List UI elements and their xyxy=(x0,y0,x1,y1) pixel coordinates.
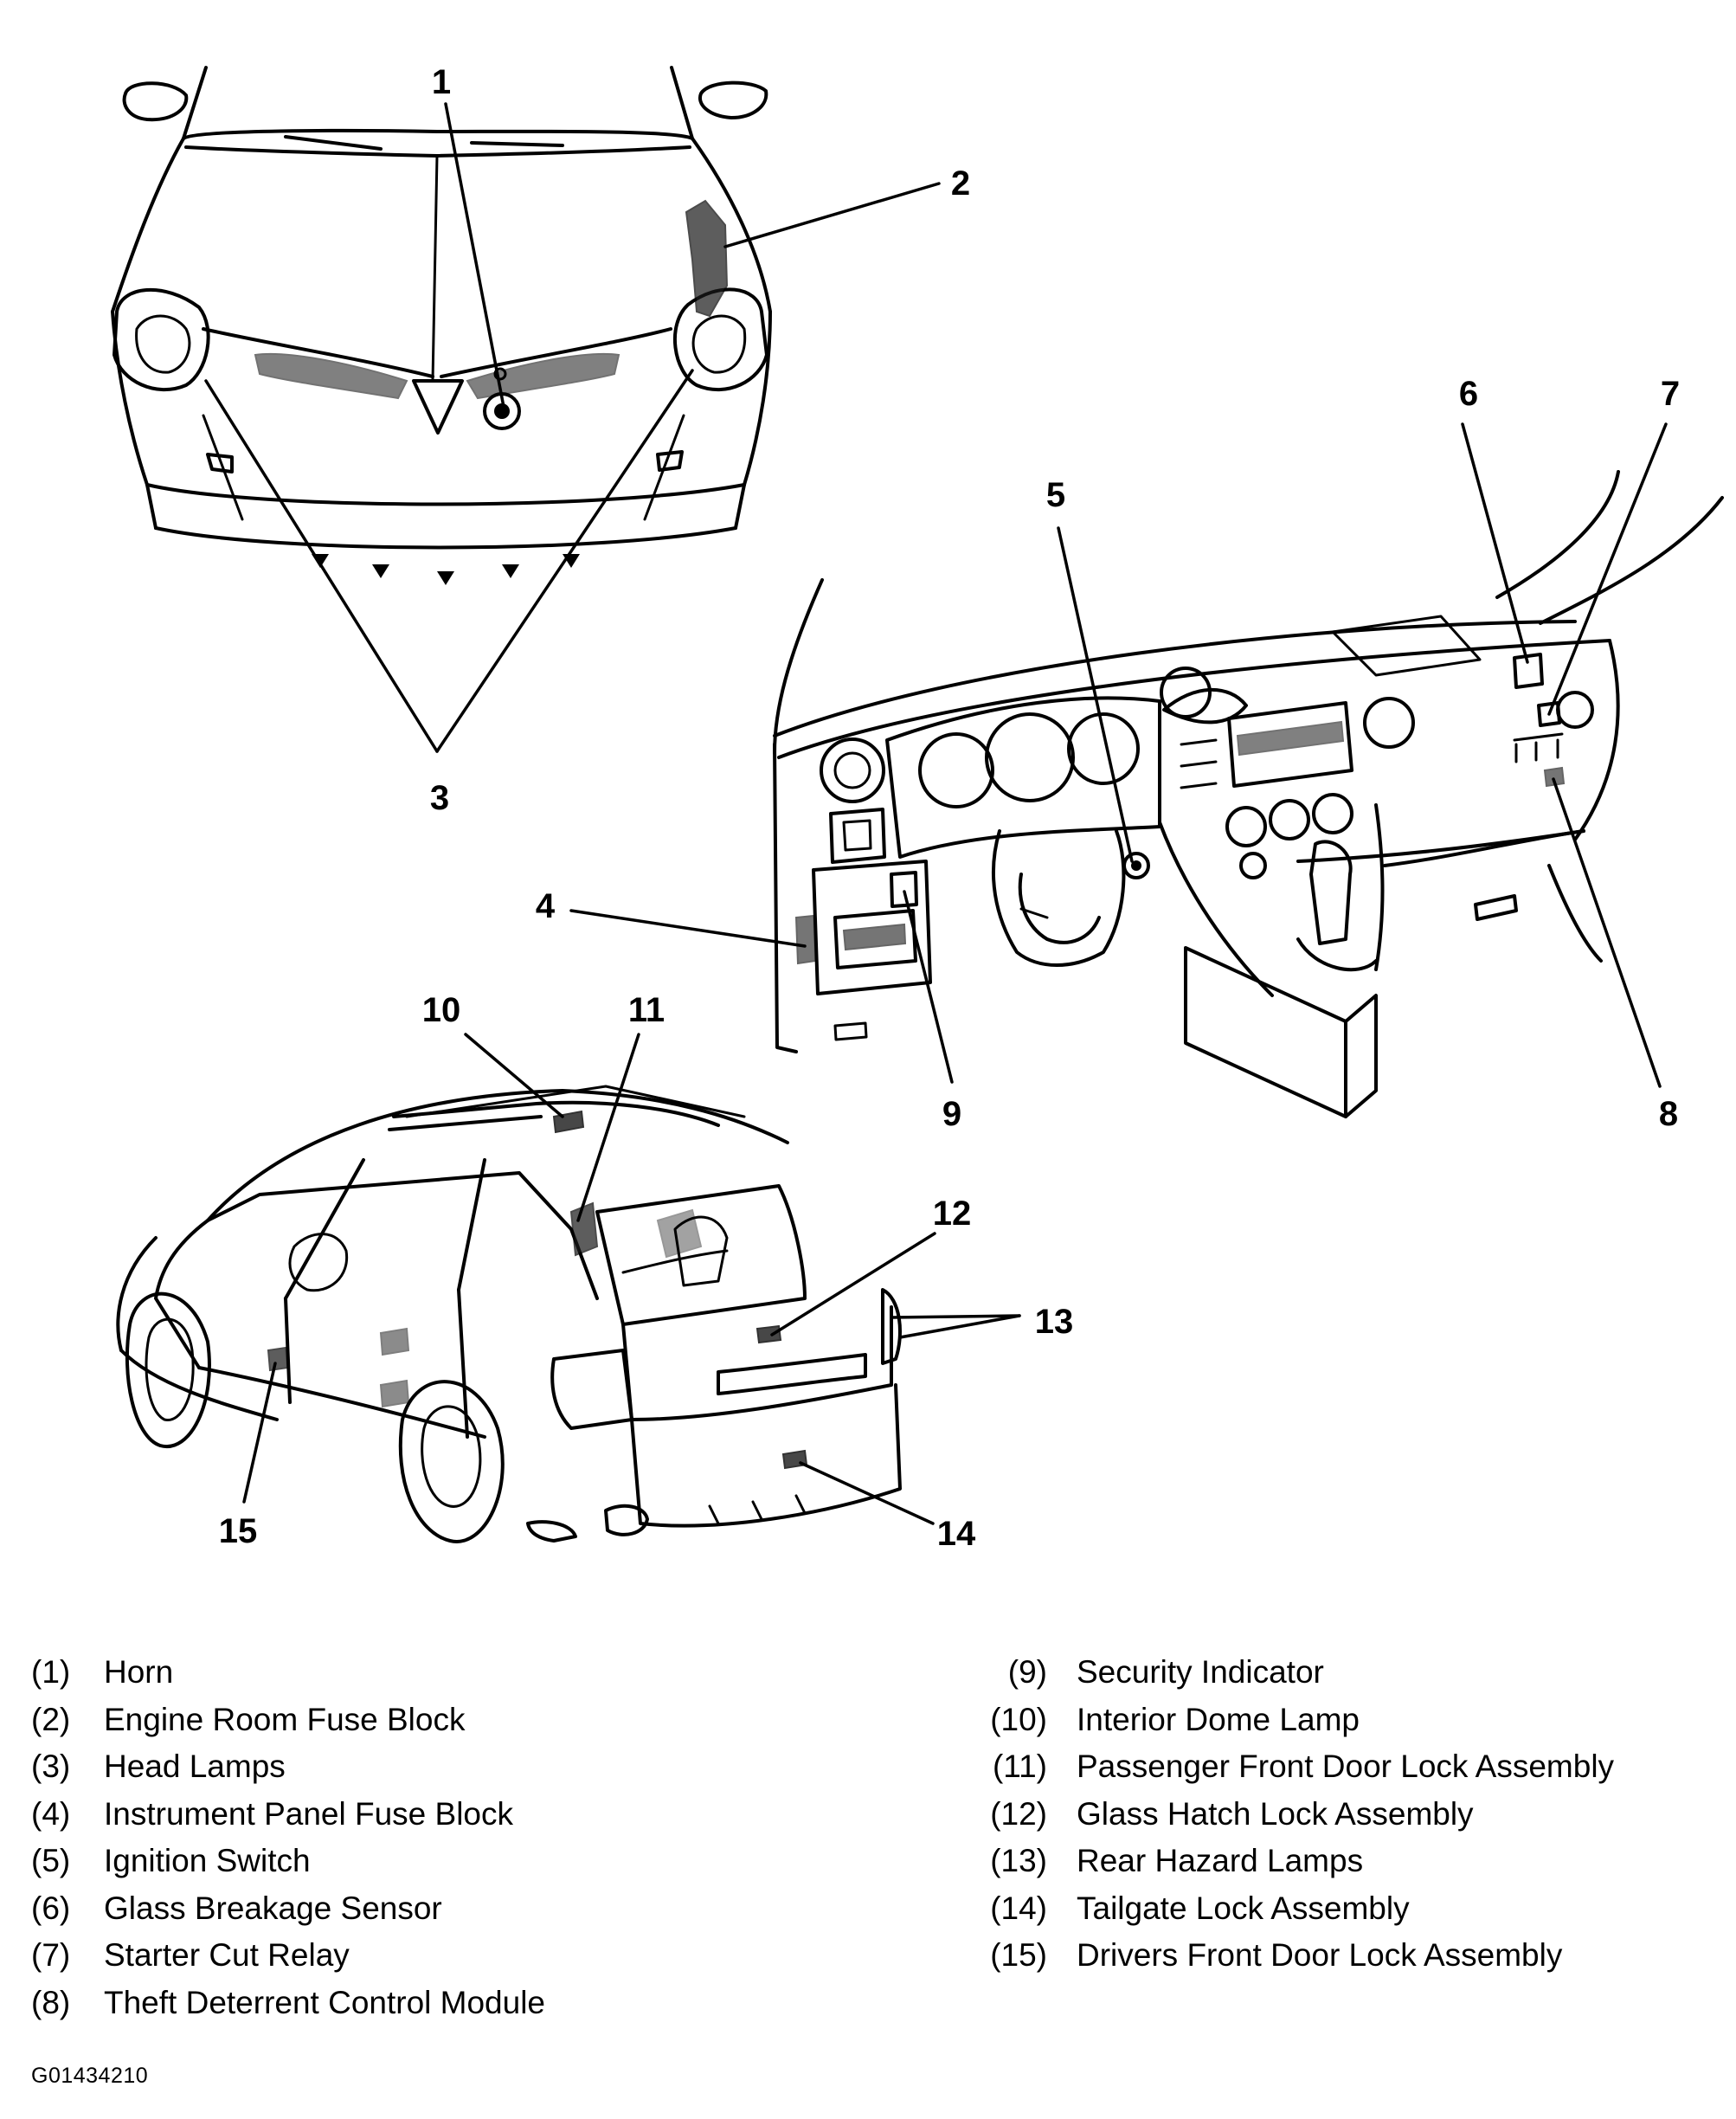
legend-item: (10) Interior Dome Lamp xyxy=(978,1697,1731,1744)
legend-label: Passenger Front Door Lock Assembly xyxy=(1077,1749,1615,1784)
leader-11 xyxy=(576,1033,640,1222)
leader-8 xyxy=(1552,777,1662,1088)
leader-14 xyxy=(799,1461,935,1525)
legend-number: (8) xyxy=(31,1984,71,2020)
legend-number: (12) xyxy=(990,1795,1047,1832)
legend-number: (13) xyxy=(990,1843,1047,1878)
leader-5 xyxy=(1057,526,1134,863)
legend-label: Rear Hazard Lamps xyxy=(1077,1843,1364,1878)
leader-6 xyxy=(1461,422,1529,664)
legend-label: Engine Room Fuse Block xyxy=(104,1701,466,1737)
legend-item: (4) Instrument Panel Fuse Block xyxy=(31,1791,879,1839)
callout-3: 3 xyxy=(430,779,449,817)
legend-label: Glass Hatch Lock Assembly xyxy=(1077,1795,1474,1832)
legend-item: (5) Ignition Switch xyxy=(31,1838,879,1885)
legend-item: (12) Glass Hatch Lock Assembly xyxy=(978,1791,1731,1839)
callout-13: 13 xyxy=(1035,1303,1074,1341)
legend-label: Theft Deterrent Control Module xyxy=(104,1984,546,2020)
component-location-diagram: 1 2 3 4 5 6 7 8 9 10 11 12 13 14 15 xyxy=(111,63,1724,1553)
legend-item: (7) Starter Cut Relay xyxy=(31,1932,879,1980)
legend-item: (6) Glass Breakage Sensor xyxy=(31,1885,879,1933)
leader-12 xyxy=(770,1232,936,1336)
leader-7 xyxy=(1547,422,1668,716)
callout-7: 7 xyxy=(1661,375,1680,413)
leader-2 xyxy=(723,182,941,248)
callout-9: 9 xyxy=(942,1095,961,1133)
legend-item: (15) Drivers Front Door Lock Assembly xyxy=(978,1932,1731,1980)
callout-15: 15 xyxy=(219,1512,258,1550)
callout-10: 10 xyxy=(422,991,461,1029)
callout-6: 6 xyxy=(1459,375,1478,413)
leader-3a xyxy=(204,379,439,753)
legend-number: (10) xyxy=(990,1701,1047,1737)
legend-label: Ignition Switch xyxy=(104,1843,311,1878)
legend-label: Glass Breakage Sensor xyxy=(104,1890,442,1926)
callout-11: 11 xyxy=(628,991,665,1029)
leader-4 xyxy=(569,909,807,948)
legend-number: (15) xyxy=(990,1937,1047,1973)
leader-15 xyxy=(242,1362,277,1504)
callout-1: 1 xyxy=(432,63,451,101)
callout-2: 2 xyxy=(951,164,970,203)
legend-item: (14) Tailgate Lock Assembly xyxy=(978,1885,1731,1933)
leader-9 xyxy=(903,890,954,1084)
legend-number: (6) xyxy=(31,1890,71,1926)
callout-12: 12 xyxy=(933,1195,972,1233)
legend-number: (5) xyxy=(31,1843,71,1878)
callout-5: 5 xyxy=(1046,476,1065,514)
front-view-illustration xyxy=(111,66,772,585)
legend-right-column: (9) Security Indicator (10) Interior Dom… xyxy=(978,1649,1731,1980)
legend-item: (13) Rear Hazard Lamps xyxy=(978,1838,1731,1885)
legend-number: (7) xyxy=(31,1937,71,1973)
legend-label: Horn xyxy=(104,1654,174,1690)
rear-view-illustration xyxy=(116,1085,902,1543)
legend-item: (1) Horn xyxy=(31,1649,879,1697)
legend-number: (3) xyxy=(31,1749,71,1784)
legend-number: (9) xyxy=(1007,1654,1047,1690)
leader-1 xyxy=(444,102,505,409)
callout-14: 14 xyxy=(937,1515,976,1553)
legend-item: (2) Engine Room Fuse Block xyxy=(31,1697,879,1744)
front-view-leaders xyxy=(204,102,941,753)
legend-label: Instrument Panel Fuse Block xyxy=(104,1795,513,1832)
legend-number: (4) xyxy=(31,1795,71,1832)
legend-number: (2) xyxy=(31,1701,71,1737)
rear-view-leaders xyxy=(242,1033,1021,1525)
leader-13b xyxy=(898,1314,1021,1339)
legend-item: (3) Head Lamps xyxy=(31,1743,879,1791)
legend-label: Security Indicator xyxy=(1077,1654,1324,1690)
legend-label: Tailgate Lock Assembly xyxy=(1077,1890,1410,1926)
callout-labels: 1 2 3 4 5 6 7 8 9 10 11 12 13 14 15 xyxy=(219,63,1680,1553)
leader-3b xyxy=(435,369,694,753)
leader-10 xyxy=(464,1033,564,1118)
instrument-panel-illustration xyxy=(773,470,1724,1118)
callout-8: 8 xyxy=(1659,1095,1678,1133)
legend-left-column: (1) Horn (2) Engine Room Fuse Block (3) … xyxy=(31,1649,879,2026)
legend-item: (11) Passenger Front Door Lock Assembly xyxy=(978,1743,1731,1791)
callout-4: 4 xyxy=(536,887,556,925)
legend-number: (11) xyxy=(992,1749,1047,1784)
instrument-panel-leaders xyxy=(569,422,1668,1088)
figure-code: G01434210 xyxy=(31,2064,149,2088)
legend-item: (8) Theft Deterrent Control Module xyxy=(31,1980,879,2027)
legend-label: Drivers Front Door Lock Assembly xyxy=(1077,1937,1563,1973)
leader-13a xyxy=(890,1314,1021,1319)
legend-label: Starter Cut Relay xyxy=(104,1937,350,1973)
legend-number: (14) xyxy=(990,1890,1047,1926)
legend-item: (9) Security Indicator xyxy=(978,1649,1731,1697)
legend-label: Head Lamps xyxy=(104,1749,286,1784)
legend-number: (1) xyxy=(31,1654,71,1690)
legend-label: Interior Dome Lamp xyxy=(1077,1701,1360,1737)
